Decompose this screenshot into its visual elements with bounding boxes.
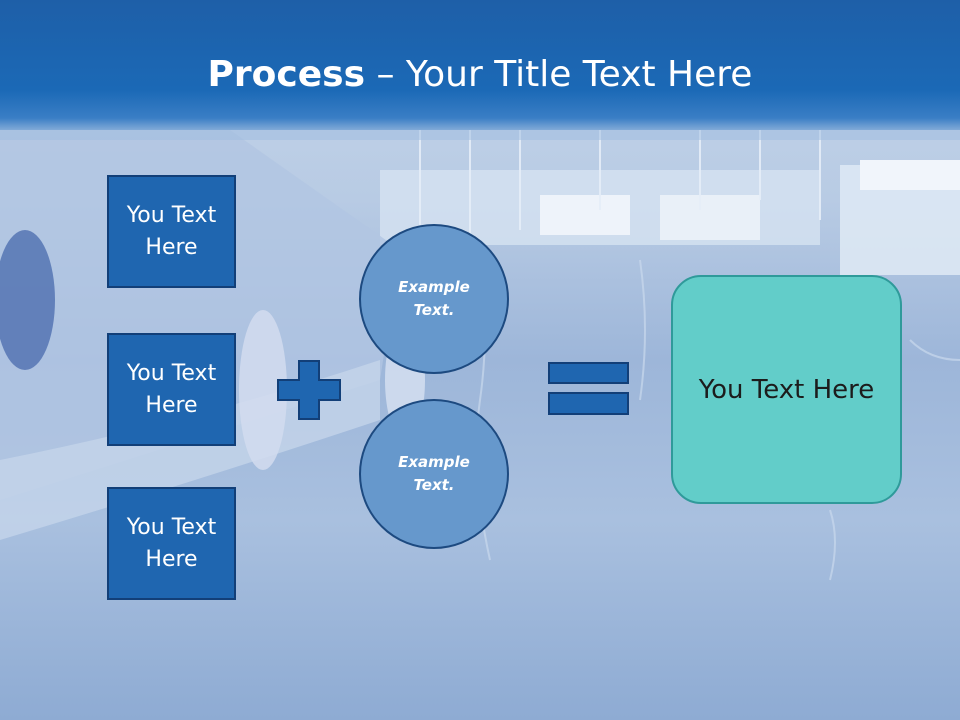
title-bold-part: Process (207, 54, 366, 95)
slide-title: Process – Your Title Text Here (0, 52, 960, 98)
title-rest-part: – Your Title Text Here (365, 54, 753, 95)
input-box-2[interactable]: You Text Here (107, 333, 236, 446)
operand-1-label: Example Text. (398, 278, 470, 319)
input-box-3[interactable]: You Text Here (107, 487, 236, 600)
result-box[interactable]: You Text Here (671, 275, 902, 504)
operand-circle-1[interactable]: Example Text. (359, 224, 509, 374)
input-box-1[interactable]: You Text Here (107, 175, 236, 288)
title-bar: Process – Your Title Text Here (0, 0, 960, 130)
plus-icon (277, 360, 341, 420)
operand-circle-2[interactable]: Example Text. (359, 399, 509, 549)
operand-2-label: Example Text. (398, 453, 470, 494)
equals-icon (548, 362, 629, 415)
